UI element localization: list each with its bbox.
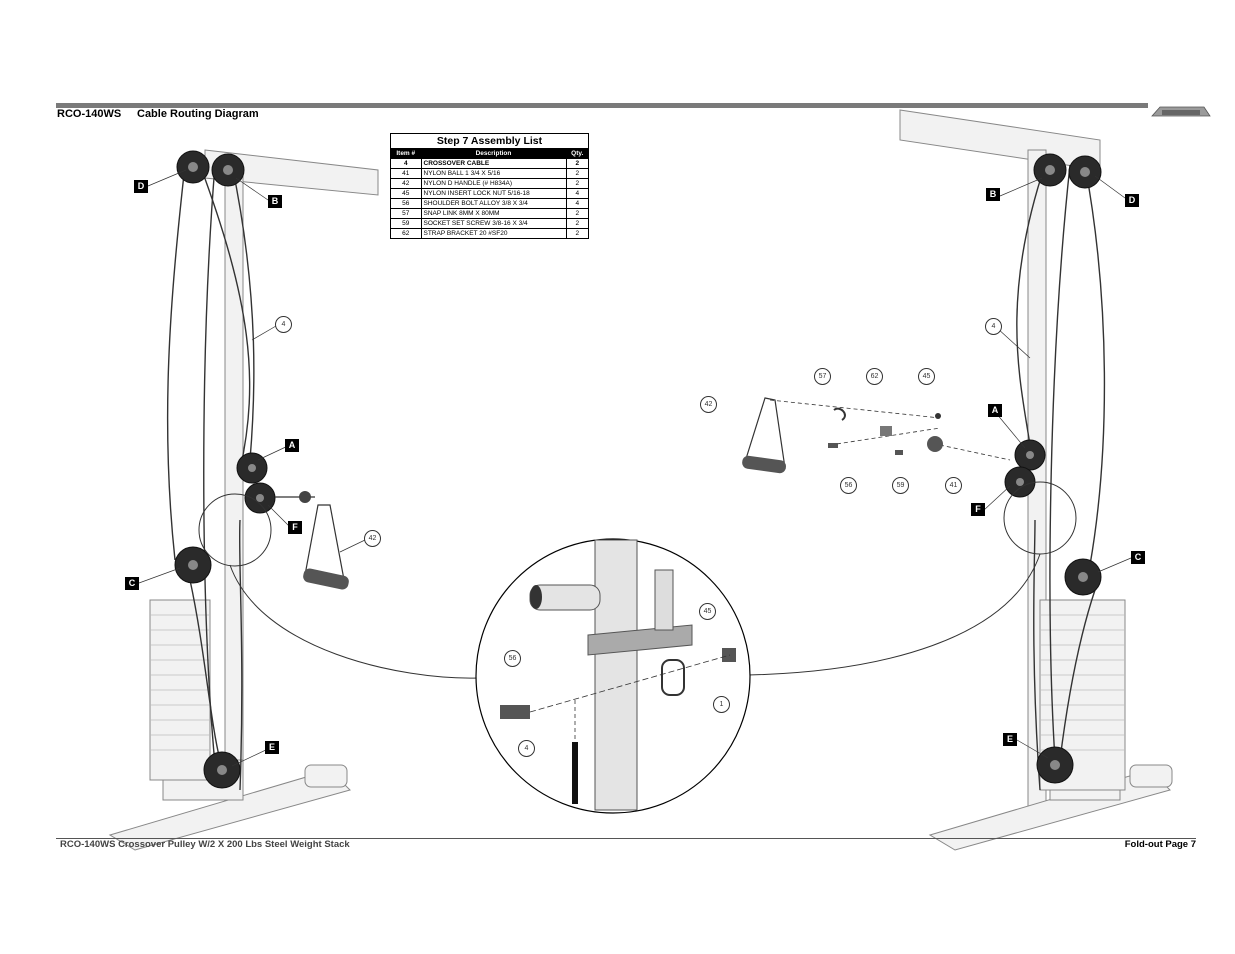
item-qty: 2 — [565, 168, 588, 179]
item-number: 41 — [391, 168, 421, 179]
pulley-tag-left-d: D — [134, 180, 148, 193]
callout-ball: 41 — [945, 477, 962, 494]
col-description: Description — [420, 149, 566, 159]
col-qty: Qty. — [565, 149, 588, 159]
item-number: 4 — [391, 158, 421, 169]
footer-description: RCO-140WS Crossover Pulley W/2 X 200 Lbs… — [60, 839, 350, 850]
item-qty: 2 — [565, 208, 588, 219]
pulley-tag-left-e: E — [265, 741, 279, 754]
callout-detail-cable: 4 — [518, 740, 535, 757]
col-item: Item # — [391, 149, 421, 159]
pulley-tag-right-f: F — [971, 503, 985, 516]
callout-set-screw: 59 — [892, 477, 909, 494]
callout-detail-bolt: 56 — [504, 650, 521, 667]
item-qty: 2 — [565, 158, 588, 169]
pulley-tag-right-a: A — [988, 404, 1002, 417]
item-description: NYLON BALL 1 3/4 X 5/16 — [420, 168, 566, 179]
table-row: 41 NYLON BALL 1 3/4 X 5/16 2 — [391, 168, 588, 179]
pulley-tag-right-d: D — [1125, 194, 1139, 207]
footer-page-number: Fold-out Page 7 — [1124, 839, 1196, 850]
callout-snap-link: 57 — [814, 368, 831, 385]
pulley-tag-left-f: F — [288, 521, 302, 534]
pulley-tag-left-c: C — [125, 577, 139, 590]
table-row: 42 NYLON D HANDLE (# H834A) 2 — [391, 178, 588, 189]
item-number: 59 — [391, 218, 421, 229]
item-qty: 2 — [565, 218, 588, 229]
item-number: 45 — [391, 188, 421, 199]
item-number: 62 — [391, 228, 421, 238]
brand-logo — [1151, 106, 1211, 117]
callout-shoulder-bolt: 56 — [840, 477, 857, 494]
callout-lock-nut: 45 — [918, 368, 935, 385]
callout-left-handle: 42 — [364, 530, 381, 547]
item-number: 57 — [391, 208, 421, 219]
pulley-tag-right-c: C — [1131, 551, 1145, 564]
item-description: CROSSOVER CABLE — [420, 158, 566, 169]
pulley-tag-right-b: B — [986, 188, 1000, 201]
doc-title: Cable Routing Diagram — [137, 108, 259, 120]
pulley-tag-left-b: B — [268, 195, 282, 208]
item-qty: 4 — [565, 188, 588, 199]
callout-right-cable: 4 — [985, 318, 1002, 335]
table-row: 4 CROSSOVER CABLE 2 — [391, 158, 588, 169]
assembly-list: Step 7 Assembly List Item # Description … — [390, 133, 589, 239]
item-number: 42 — [391, 178, 421, 189]
item-description: SOCKET SET SCREW 3/8-16 X 3/4 — [420, 218, 566, 229]
assembly-table: Item # Description Qty. 4 CROSSOVER CABL… — [391, 149, 588, 238]
item-qty: 2 — [565, 228, 588, 238]
table-row: 62 STRAP BRACKET 20 #SF20 2 — [391, 228, 588, 238]
callout-strap-bracket: 62 — [866, 368, 883, 385]
item-description: STRAP BRACKET 20 #SF20 — [420, 228, 566, 238]
callout-handle: 42 — [700, 396, 717, 413]
table-row: 59 SOCKET SET SCREW 3/8-16 X 3/4 2 — [391, 218, 588, 229]
header-rule — [56, 103, 1148, 108]
pulley-tag-left-a: A — [285, 439, 299, 452]
table-row: 56 SHOULDER BOLT ALLOY 3/8 X 3/4 4 — [391, 198, 588, 209]
callout-left-cable: 4 — [275, 316, 292, 333]
footer-rule — [56, 838, 1196, 839]
item-description: SNAP LINK 8MM X 80MM — [420, 208, 566, 219]
table-row: 57 SNAP LINK 8MM X 80MM 2 — [391, 208, 588, 219]
item-number: 56 — [391, 198, 421, 209]
callout-detail-item: 1 — [713, 696, 730, 713]
item-description: NYLON INSERT LOCK NUT 5/16-18 — [420, 188, 566, 199]
item-qty: 2 — [565, 178, 588, 189]
doc-model: RCO-140WS — [57, 108, 122, 120]
callout-detail-lock-nut: 45 — [699, 603, 716, 620]
item-qty: 4 — [565, 198, 588, 209]
assembly-list-title: Step 7 Assembly List — [391, 134, 588, 149]
item-description: NYLON D HANDLE (# H834A) — [420, 178, 566, 189]
item-description: SHOULDER BOLT ALLOY 3/8 X 3/4 — [420, 198, 566, 209]
pulley-tag-right-e: E — [1003, 733, 1017, 746]
table-row: 45 NYLON INSERT LOCK NUT 5/16-18 4 — [391, 188, 588, 199]
